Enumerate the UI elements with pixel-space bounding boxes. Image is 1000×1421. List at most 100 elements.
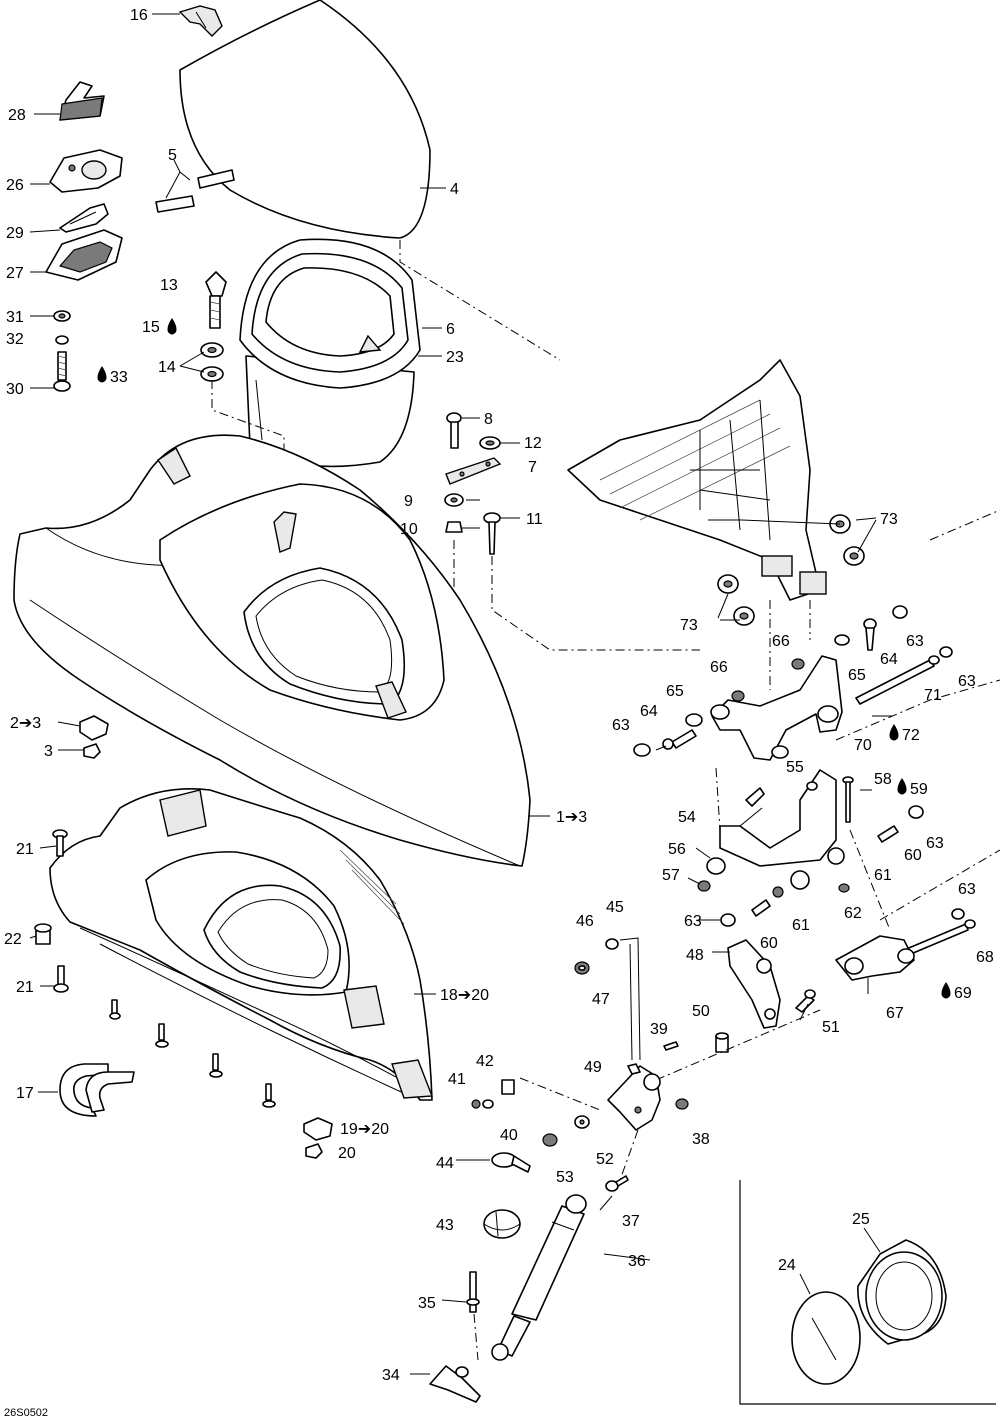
part-66-nut-upper xyxy=(791,658,805,670)
part-66-nut-left xyxy=(731,690,745,702)
part-53-nut xyxy=(542,1133,558,1147)
label-7: 7 xyxy=(528,459,537,476)
label-1-3: 1➔3 xyxy=(556,809,587,826)
part-54-bracket xyxy=(719,769,837,867)
label-71: 71 xyxy=(924,687,942,704)
part-37-bolt xyxy=(605,1175,629,1192)
label-43: 43 xyxy=(436,1217,454,1234)
label-23: 23 xyxy=(446,349,464,366)
label-9: 9 xyxy=(404,493,413,510)
part-20-nut xyxy=(305,1143,323,1159)
part-8-screw xyxy=(446,412,462,449)
part-68-bolt xyxy=(903,919,976,957)
label-50: 50 xyxy=(692,1003,710,1020)
label-65-mid: 65 xyxy=(666,683,684,700)
grease-drop-icon xyxy=(897,778,907,795)
label-24: 24 xyxy=(778,1257,796,1274)
part-17-clips xyxy=(59,1063,135,1117)
label-20: 20 xyxy=(338,1145,356,1162)
part-10-nut xyxy=(445,521,463,533)
label-8: 8 xyxy=(484,411,493,428)
label-39: 39 xyxy=(650,1021,668,1038)
label-61-bottom: 61 xyxy=(792,917,810,934)
part-7-latch xyxy=(445,457,502,485)
label-63-far: 63 xyxy=(958,881,976,898)
part-labels: 16 28 26 29 27 31 32 30 33 5 4 13 15 14 … xyxy=(4,7,994,1419)
part-63-washer-left xyxy=(633,743,651,757)
part-22-grommet xyxy=(34,923,52,945)
part-26-bracket xyxy=(49,149,123,193)
label-31: 31 xyxy=(6,309,24,326)
label-3: 3 xyxy=(44,743,53,760)
steering-column-support xyxy=(567,359,827,601)
label-40: 40 xyxy=(500,1127,518,1144)
label-51: 51 xyxy=(822,1019,840,1036)
grease-drop-icon xyxy=(941,982,951,999)
part-41-nut xyxy=(471,1099,481,1109)
part-1-front-cover xyxy=(13,434,531,867)
diagram-reference-code: 26S0502 xyxy=(4,1407,48,1419)
part-3-nut xyxy=(83,743,101,759)
label-58: 58 xyxy=(874,771,892,788)
label-36: 36 xyxy=(628,1253,646,1270)
part-63-washer-mid xyxy=(908,805,924,819)
part-61-bushings xyxy=(772,847,845,898)
label-16: 16 xyxy=(130,7,148,24)
label-60-top: 60 xyxy=(904,847,922,864)
label-63-right: 63 xyxy=(958,673,976,690)
part-36-gas-spring xyxy=(491,1194,587,1361)
part-19-clip xyxy=(303,1117,333,1141)
frame-screws xyxy=(109,999,276,1108)
label-73-top: 73 xyxy=(880,511,898,528)
inset-frame xyxy=(739,1180,996,1405)
part-65-washer-upper xyxy=(834,634,850,646)
part-29-gasket xyxy=(59,203,109,233)
label-42: 42 xyxy=(476,1053,494,1070)
part-64-bolt-left xyxy=(662,729,697,750)
part-14-washers xyxy=(200,342,224,382)
part-45-rod xyxy=(619,937,641,1061)
label-26: 26 xyxy=(6,177,24,194)
part-38-nut xyxy=(675,1098,689,1110)
label-2-3: 2➔3 xyxy=(10,715,41,732)
label-38: 38 xyxy=(692,1131,710,1148)
part-4-windshield xyxy=(179,0,431,239)
label-30: 30 xyxy=(6,381,24,398)
leader-lines xyxy=(29,13,892,1375)
label-29: 29 xyxy=(6,225,24,242)
label-45: 45 xyxy=(606,899,624,916)
part-40-washer xyxy=(482,1099,494,1109)
label-14: 14 xyxy=(158,359,176,376)
label-54: 54 xyxy=(678,809,696,826)
label-44: 44 xyxy=(436,1155,454,1172)
part-25-ring xyxy=(857,1239,947,1345)
part-58-bolt xyxy=(842,776,854,823)
label-66-mid: 66 xyxy=(710,659,728,676)
label-66-top: 66 xyxy=(772,633,790,650)
part-39-screw xyxy=(663,1041,679,1051)
part-60-bolt-lower xyxy=(751,899,771,917)
label-65-top: 65 xyxy=(848,667,866,684)
label-10: 10 xyxy=(400,521,418,538)
label-62: 62 xyxy=(844,905,862,922)
part-67-bracket xyxy=(835,935,915,981)
label-17: 17 xyxy=(16,1085,34,1102)
label-6: 6 xyxy=(446,321,455,338)
part-34-bracket xyxy=(429,1365,481,1403)
label-68: 68 xyxy=(976,949,994,966)
part-46-washer xyxy=(605,938,619,950)
label-27: 27 xyxy=(6,265,24,282)
part-64-bolt-upper xyxy=(863,618,877,651)
part-52-washer xyxy=(574,1115,590,1129)
label-63-mid: 63 xyxy=(612,717,630,734)
label-37: 37 xyxy=(622,1213,640,1230)
part-63-washer-top xyxy=(892,605,908,619)
label-25: 25 xyxy=(852,1211,870,1228)
part-35-pin xyxy=(466,1271,480,1313)
part-11-pin xyxy=(483,512,501,555)
part-63-washer-right xyxy=(939,646,953,658)
part-63-washer-lower xyxy=(720,913,736,927)
part-57-nut xyxy=(697,880,711,892)
part-16-clip xyxy=(178,5,223,37)
part-24-cap xyxy=(791,1291,861,1385)
